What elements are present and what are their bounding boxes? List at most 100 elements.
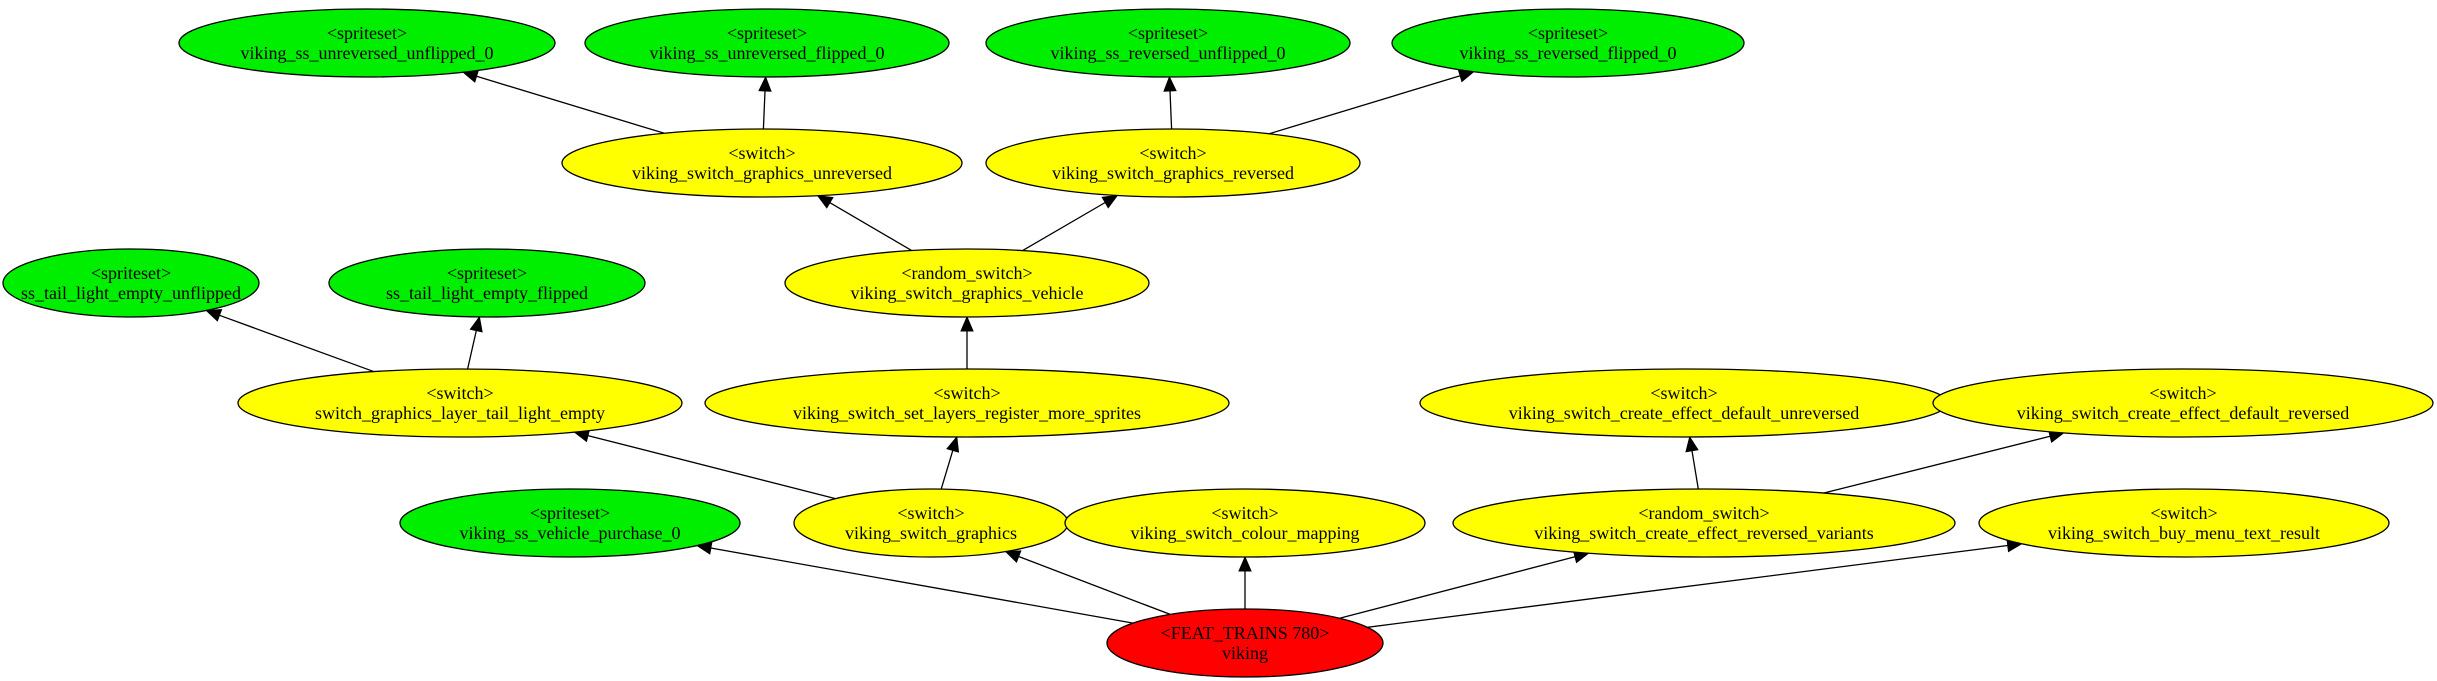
edge-line: [1691, 450, 1699, 490]
arrowhead: [469, 315, 483, 333]
node-viking-switch-create-effect-default-unreversed: <switch>viking_switch_create_effect_defa…: [1419, 368, 1949, 438]
node-ellipse: [1106, 608, 1384, 678]
edge-line: [829, 202, 913, 252]
node-type-label: <spriteset>: [1528, 23, 1608, 43]
node-ellipse: [1064, 488, 1426, 558]
node-type-label: <switch>: [1211, 503, 1278, 523]
edge-line: [466, 330, 477, 370]
edge-sw_lr-to-rs_gv: [960, 315, 974, 369]
edge-rs_gv-to-sw_gr: [1022, 194, 1119, 252]
edge-root-to-rs_cerv: [1339, 550, 1590, 619]
node-name-label: viking_switch_graphics_vehicle: [851, 283, 1084, 303]
node-type-label: <spriteset>: [91, 263, 171, 283]
node-viking-ss-reversed-flipped-0: <spriteset>viking_ss_reversed_flipped_0: [1391, 8, 1745, 78]
node-type-label: <switch>: [2149, 383, 2216, 403]
edge-line: [1823, 435, 2051, 494]
node-viking-ss-reversed-unflipped-0: <spriteset>viking_ss_reversed_unflipped_…: [985, 8, 1351, 78]
edge-line: [710, 547, 1134, 624]
node-ellipse: [784, 248, 1150, 318]
edge-line: [476, 75, 665, 134]
node-name-label: viking_ss_reversed_unflipped_0: [1051, 43, 1286, 63]
node-type-label: <spriteset>: [530, 503, 610, 523]
edge-sw_g-to-sw_lr: [940, 435, 960, 490]
edge-line: [1022, 201, 1106, 252]
edge-sw_gu-to-ss_uf: [758, 75, 772, 130]
node-type-label: <spriteset>: [1128, 23, 1208, 43]
node-viking: <FEAT_TRAINS 780>viking: [1106, 608, 1384, 678]
node-ellipse: [1932, 368, 2434, 438]
arrowhead: [1004, 550, 1022, 563]
node-name-label: switch_graphics_layer_tail_light_empty: [315, 403, 605, 423]
edge-sw_gu-to-ss_uu: [461, 69, 665, 134]
edge-line: [940, 450, 954, 490]
node-type-label: <random_switch>: [1638, 503, 1769, 523]
edge-rs_cerv-to-sw_ceu: [1685, 435, 1699, 490]
edge-line: [219, 314, 375, 373]
node-type-label: <switch>: [1139, 143, 1206, 163]
node-name-label: ss_tail_light_empty_flipped: [386, 283, 588, 303]
edge-sw_g-to-sw_tl: [573, 429, 836, 500]
edge-rs_cerv-to-sw_cer: [1823, 429, 2065, 494]
edge-root-to-sw_cm: [1238, 555, 1252, 609]
node-name-label: viking_ss_unreversed_unflipped_0: [241, 43, 494, 63]
node-viking-switch-buy-menu-text-result: <switch>viking_switch_buy_menu_text_resu…: [1978, 488, 2390, 558]
node-type-label: <spriteset>: [727, 23, 807, 43]
node-type-label: <switch>: [933, 383, 1000, 403]
node-name-label: viking_ss_reversed_flipped_0: [1460, 43, 1677, 63]
node-ss-tail-light-empty-flipped: <spriteset>ss_tail_light_empty_flipped: [328, 248, 646, 318]
node-ellipse: [328, 248, 646, 318]
arrowhead: [1238, 555, 1252, 572]
node-type-label: <FEAT_TRAINS 780>: [1161, 623, 1330, 643]
nodes-layer: <spriteset>viking_ss_unreversed_unflippe…: [2, 8, 2434, 678]
node-ellipse: [178, 8, 556, 78]
arrowhead: [960, 315, 974, 332]
node-ellipse: [985, 8, 1351, 78]
node-viking-ss-unreversed-unflipped-0: <spriteset>viking_ss_unreversed_unflippe…: [178, 8, 556, 78]
node-ellipse: [237, 368, 683, 438]
edge-sw_gr-to-ss_rf: [1268, 69, 1475, 135]
node-type-label: <switch>: [2150, 503, 2217, 523]
node-ellipse: [1391, 8, 1745, 78]
node-type-label: <switch>: [426, 383, 493, 403]
node-type-label: <random_switch>: [901, 263, 1032, 283]
node-viking-switch-set-layers-register-more-sprites: <switch>viking_switch_set_layers_registe…: [704, 368, 1230, 438]
node-ellipse: [1978, 488, 2390, 558]
node-type-label: <spriteset>: [447, 263, 527, 283]
edge-sw_tl-to-ss_tlf: [466, 315, 483, 370]
node-name-label: viking_switch_graphics_unreversed: [632, 163, 892, 183]
arrowhead: [205, 309, 223, 322]
node-name-label: viking_switch_colour_mapping: [1131, 523, 1360, 543]
node-ellipse: [561, 128, 963, 198]
node-viking-switch-colour-mapping: <switch>viking_switch_colour_mapping: [1064, 488, 1426, 558]
edge-line: [1339, 556, 1576, 619]
edge-line: [1018, 555, 1171, 616]
node-viking-switch-graphics-reversed: <switch>viking_switch_graphics_reversed: [985, 128, 1361, 198]
node-viking-ss-vehicle-purchase-0: <spriteset>viking_ss_vehicle_purchase_0: [399, 488, 741, 558]
arrowhead: [1163, 75, 1177, 92]
node-viking-switch-graphics-vehicle: <random_switch>viking_switch_graphics_ve…: [784, 248, 1150, 318]
node-type-label: <spriteset>: [327, 23, 407, 43]
node-viking-switch-create-effect-default-reversed: <switch>viking_switch_create_effect_defa…: [1932, 368, 2434, 438]
node-viking-ss-unreversed-flipped-0: <spriteset>viking_ss_unreversed_flipped_…: [584, 8, 950, 78]
node-name-label: viking_switch_buy_menu_text_result: [2048, 523, 2320, 543]
node-name-label: viking_ss_vehicle_purchase_0: [460, 523, 681, 543]
node-name-label: ss_tail_light_empty_unflipped: [21, 283, 241, 303]
arrowhead: [946, 435, 960, 453]
node-ss-tail-light-empty-unflipped: <spriteset>ss_tail_light_empty_unflipped: [2, 248, 260, 318]
edge-sw_gr-to-ss_ru: [1163, 75, 1177, 130]
edge-line: [1268, 75, 1461, 135]
edge-root-to-sw_g: [1004, 550, 1171, 616]
node-viking-switch-graphics-unreversed: <switch>viking_switch_graphics_unreverse…: [561, 128, 963, 198]
node-name-label: viking_switch_set_layers_register_more_s…: [793, 403, 1141, 423]
node-name-label: viking_switch_create_effect_reversed_var…: [1534, 523, 1874, 543]
node-type-label: <switch>: [897, 503, 964, 523]
edge-rs_gv-to-sw_gu: [816, 195, 913, 252]
edge-line: [1169, 90, 1173, 130]
arrowhead: [1101, 194, 1119, 209]
arrowhead: [816, 195, 834, 209]
node-name-label: viking: [1222, 643, 1268, 663]
edge-line: [587, 434, 836, 500]
node-name-label: viking_switch_create_effect_default_unre…: [1509, 403, 1860, 423]
node-name-label: viking_switch_create_effect_default_reve…: [2017, 403, 2350, 423]
